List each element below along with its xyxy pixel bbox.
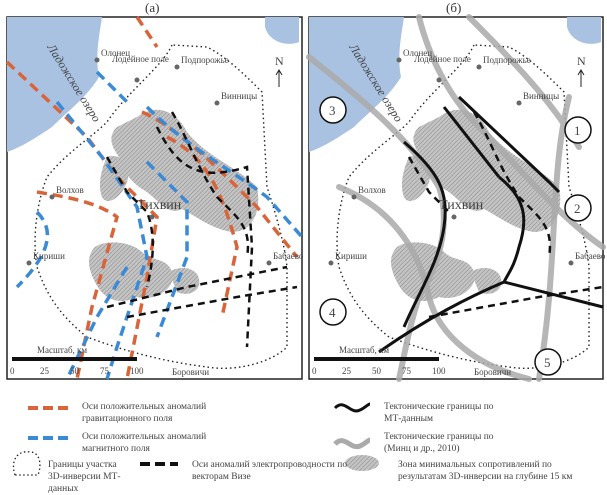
scale-tick: 25 xyxy=(342,366,352,376)
panel-a-label: (а) xyxy=(145,0,160,15)
city-label: Олонец xyxy=(403,48,432,58)
city-marker xyxy=(351,194,357,200)
scale-tick: 75 xyxy=(100,366,110,376)
city-marker xyxy=(436,77,442,83)
scale-tick: 0 xyxy=(10,366,15,376)
city-marker xyxy=(134,77,140,83)
city-label: Волхов xyxy=(358,185,386,195)
zone-marker-4 xyxy=(319,298,347,326)
city-label: Боровичи xyxy=(172,367,209,377)
legend-boundary: Границы участка 3D-инверсии МТ-данных xyxy=(48,460,121,494)
city-label: Подпорожье xyxy=(483,55,531,65)
city-marker xyxy=(451,214,457,220)
legend-magnetic: Оси положительных аномалий магнитного по… xyxy=(82,432,207,454)
scale-bar xyxy=(314,357,439,361)
zone-number: 1 xyxy=(574,123,581,138)
city-marker xyxy=(94,57,100,63)
zone-marker-5 xyxy=(534,348,562,376)
city-marker xyxy=(266,260,272,266)
city-label: Подпорожье xyxy=(181,55,229,65)
map-figure: Ладожское озероОлонецПодпорожьеЛодейное … xyxy=(5,14,606,382)
scale-tick: 100 xyxy=(130,366,144,376)
legend-conductivity: Оси аномалий электропроводности по векто… xyxy=(192,460,348,482)
zone-number: 2 xyxy=(574,201,581,216)
panel-b-label: (б) xyxy=(446,0,462,15)
city-label: Боровичи xyxy=(474,367,511,377)
conductivity-anomaly-axes-b xyxy=(407,111,604,319)
scale-tick: 100 xyxy=(432,366,446,376)
city-label: Винницы xyxy=(523,91,559,101)
city-label: Бабаево xyxy=(273,251,304,261)
scale-title: Масштаб, км xyxy=(37,345,87,355)
city-label: Тихвин xyxy=(137,198,182,213)
city-marker xyxy=(49,194,55,200)
city-marker xyxy=(149,214,155,220)
city-label: Кириши xyxy=(335,251,367,261)
panel-b-map xyxy=(306,14,606,382)
zone-marker-2 xyxy=(564,194,592,222)
scale-bar xyxy=(12,357,137,361)
city-marker xyxy=(568,260,574,266)
zone-marker-3 xyxy=(319,96,347,124)
city-marker xyxy=(516,100,522,106)
north-label: N xyxy=(577,54,586,68)
city-label: Бабаево xyxy=(575,251,606,261)
city-label: Олонец xyxy=(101,48,130,58)
north-arrow-icon xyxy=(275,69,283,87)
scale-tick: 50 xyxy=(70,366,80,376)
scale-tick: 75 xyxy=(402,366,412,376)
city-marker xyxy=(26,260,32,266)
legend-gravity: Оси положительных аномалий гравитационно… xyxy=(82,402,207,424)
north-arrow-icon xyxy=(577,69,585,87)
city-label: Волхов xyxy=(56,185,84,195)
city-label: Кириши xyxy=(33,251,65,261)
zone-number: 4 xyxy=(329,305,336,320)
scale-tick: 50 xyxy=(372,366,382,376)
city-label: Тихвин xyxy=(439,198,484,213)
city-label: Лодейное поле xyxy=(112,54,169,64)
city-label: Лодейное поле xyxy=(414,54,471,64)
legend-min-resistivity: Зона минимальных сопротивлений по резуль… xyxy=(398,460,573,482)
zone-number: 5 xyxy=(544,355,551,370)
city-label: Винницы xyxy=(221,91,257,101)
north-label: N xyxy=(275,54,284,68)
city-marker xyxy=(214,100,220,106)
scale-tick: 0 xyxy=(312,366,317,376)
scale-tick: 25 xyxy=(40,366,50,376)
legend-mt-tectonic: Тектонические границы по МТ-данным xyxy=(384,402,494,424)
conductivity-anomaly-axes xyxy=(105,111,298,348)
city-marker xyxy=(174,64,180,70)
city-marker xyxy=(476,64,482,70)
legend-mints-tectonic: Тектонические границы по (Минц и др., 20… xyxy=(384,432,494,454)
scale-title: Масштаб, км xyxy=(339,345,389,355)
zone-number: 3 xyxy=(329,103,336,118)
legend-symbols xyxy=(12,402,379,476)
city-marker xyxy=(328,260,334,266)
city-marker xyxy=(396,57,402,63)
mt-tectonic-boundaries xyxy=(378,95,604,354)
zone-marker-1 xyxy=(564,116,592,144)
